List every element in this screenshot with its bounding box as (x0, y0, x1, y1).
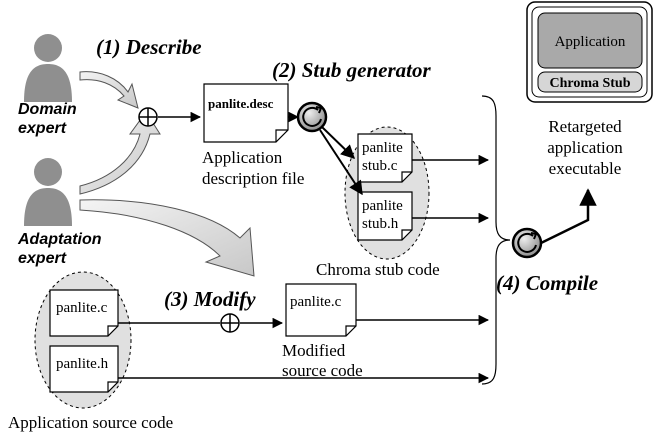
stub-h-filename: stub.h (362, 216, 399, 232)
combine-node-modify (220, 313, 240, 333)
compile-cycle-icon (511, 227, 543, 259)
adaptation-expert-person-icon (24, 158, 72, 226)
domain-expert-label: Domain (18, 101, 77, 118)
step-compile-label: (4) Compile (496, 271, 598, 295)
panlite-stub-h-file (357, 191, 413, 241)
retargeted-executable-box (526, 1, 653, 103)
app-desc-caption: description file (202, 169, 304, 188)
stub-c-filename: stub.c (362, 158, 398, 174)
panlite-desc-filename: panlite.desc (208, 96, 274, 111)
panlite-c-file (49, 289, 119, 337)
step-describe-label: (1) Describe (96, 35, 202, 59)
modified-panlite-c-filename: panlite.c (290, 294, 342, 310)
app-desc-caption: Application (202, 148, 283, 167)
adaptation-expert-label: Adaptation (17, 231, 102, 248)
panlite-stub-c-file (357, 133, 413, 183)
app-source-caption: Application source code (8, 413, 173, 432)
panlite-h-filename: panlite.h (56, 356, 109, 372)
combine-node-describe (138, 107, 158, 127)
adaptation-expert-arrow-up (79, 111, 161, 195)
retargeted-caption: Retargeted (548, 117, 622, 136)
stub-generator-cycle-icon (296, 101, 328, 133)
adaptation-expert-arrow-down (79, 199, 255, 277)
executable-chroma-stub-label: Chroma Stub (549, 76, 630, 91)
panlite-desc-file (203, 83, 289, 143)
retargeted-caption: application (547, 138, 623, 157)
adaptation-expert-label: expert (18, 250, 67, 267)
domain-expert-arrow (79, 71, 139, 109)
panlite-c-filename: panlite.c (56, 300, 108, 316)
arrow-compile-to-executable (540, 188, 597, 245)
arrow-generator-to-stub-h (319, 129, 363, 196)
executable-application-label: Application (555, 34, 626, 50)
step-modify-label: (3) Modify (164, 287, 256, 311)
modified-source-caption: source code (282, 361, 363, 380)
stub-h-filename: panlite (362, 198, 403, 214)
step-stub-generator-label: (2) Stub generator (272, 58, 432, 82)
domain-expert-label: expert (18, 120, 67, 137)
stub-c-filename: panlite (362, 140, 403, 156)
chroma-stub-code-caption: Chroma stub code (316, 260, 440, 279)
panlite-h-file (49, 345, 119, 393)
retargeted-caption: executable (549, 159, 622, 178)
modified-source-caption: Modified (282, 341, 346, 360)
compile-inputs-brace (481, 95, 511, 385)
arrow-generator-to-stub-c (321, 126, 356, 159)
domain-expert-person-icon (24, 34, 72, 102)
modified-panlite-c-file (285, 283, 357, 337)
